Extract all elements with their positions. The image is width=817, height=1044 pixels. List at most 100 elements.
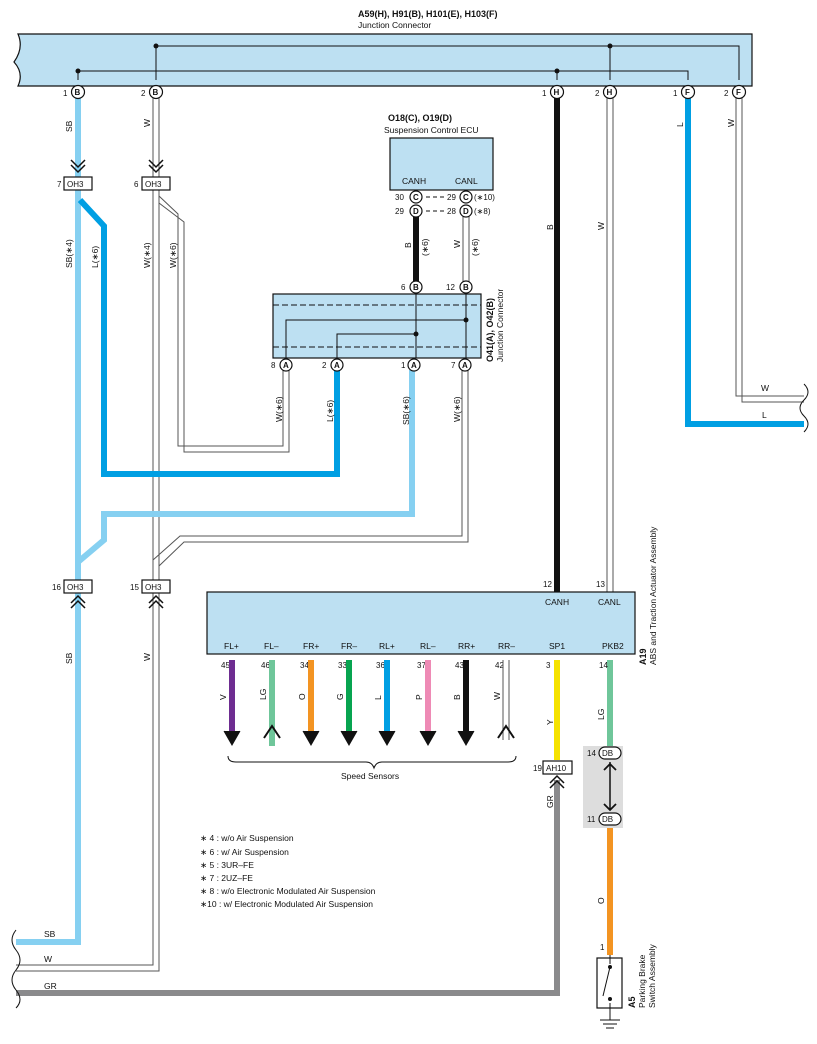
svg-text:A5: A5 <box>627 996 637 1008</box>
svg-text:12: 12 <box>446 283 455 292</box>
top-connector-pins: 1 B 2 B 1 H 2 H 1 F 2 F <box>63 84 747 100</box>
wire-w-can <box>606 98 614 592</box>
wire-w-6a <box>158 195 290 453</box>
svg-text:H: H <box>607 88 613 97</box>
svg-text:OH3: OH3 <box>67 583 84 592</box>
svg-text:(∗8): (∗8) <box>474 207 491 216</box>
wire-l-right <box>685 98 804 427</box>
speed-sensor-wire-6: P <box>414 660 437 747</box>
notes: ∗ 4 : w/o Air Suspension ∗ 6 : w/ Air Su… <box>200 833 376 909</box>
svg-text:B: B <box>545 224 555 230</box>
speed-sensor-wire-8: W <box>492 660 515 740</box>
svg-text:W: W <box>142 119 152 127</box>
svg-text:Parking Brake: Parking Brake <box>637 954 647 1008</box>
sensor-wire-label-3: O <box>297 693 307 700</box>
junction-mid-codes: O41(A), O42(B) <box>485 298 495 362</box>
wire-w-main <box>16 98 160 972</box>
oh3-pin-16: 16 <box>52 583 61 592</box>
svg-text:L(∗6): L(∗6) <box>325 400 335 422</box>
ah10-connector: 19 AH10 <box>533 760 573 789</box>
svg-text:W: W <box>761 383 769 393</box>
abs-pin-label-5: RL+ <box>379 641 395 651</box>
oh3-pin-15: 15 <box>130 583 139 592</box>
sensor-wire-label-8: W <box>492 692 502 700</box>
wire-sb-6 <box>76 370 415 565</box>
parking-brake-switch: 1 A5 Parking Brake Switch Assembly <box>596 943 657 1029</box>
svg-text:W(∗4): W(∗4) <box>142 242 152 268</box>
svg-text:O: O <box>596 897 606 904</box>
abs-pin-label-3: FR+ <box>303 641 319 651</box>
abs-pin-num-1: 45 <box>221 661 230 670</box>
note-2: ∗ 6 : w/ Air Suspension <box>200 847 289 857</box>
svg-text:30: 30 <box>395 193 404 202</box>
abs-pin-label-9: SP1 <box>549 641 565 651</box>
wire-gr <box>16 780 560 996</box>
svg-text:W: W <box>44 954 52 964</box>
junction-connector-top-body <box>13 33 753 87</box>
abs-code: A19 <box>638 648 648 665</box>
pin-2h: 2 H <box>595 84 618 100</box>
abs-pin-label-10: PKB2 <box>602 641 624 651</box>
svg-text:1: 1 <box>401 361 406 370</box>
svg-text:W(∗6): W(∗6) <box>452 396 462 422</box>
svg-text:L: L <box>762 410 767 420</box>
svg-text:2: 2 <box>322 361 327 370</box>
svg-text:D: D <box>413 207 419 216</box>
svg-text:1: 1 <box>542 89 547 98</box>
oh3-box-6 <box>141 176 171 191</box>
svg-text:(∗6): (∗6) <box>420 238 430 256</box>
svg-text:GR: GR <box>545 795 555 808</box>
svg-text:A: A <box>334 361 340 370</box>
ecu-codes: O18(C), O19(D) <box>388 113 452 123</box>
svg-text:AH10: AH10 <box>546 764 567 773</box>
wires <box>16 98 804 996</box>
svg-text:1: 1 <box>63 89 68 98</box>
svg-text:1: 1 <box>600 943 605 952</box>
wire-w-right <box>735 98 804 403</box>
svg-text:LG: LG <box>596 709 606 720</box>
speed-sensor-wire-2: LG <box>258 660 281 746</box>
sensor-wire-label-1: V <box>218 694 228 700</box>
svg-text:A: A <box>283 361 289 370</box>
speed-sensor-wire-1: V <box>218 660 241 747</box>
speed-sensor-wire-3: O <box>297 660 320 747</box>
svg-text:11: 11 <box>587 815 596 824</box>
abs-pin-label-8: RR– <box>498 641 515 651</box>
abs-pin-num-8: 42 <box>495 661 504 670</box>
wire-w-6d <box>152 370 469 567</box>
pin-1f: 1 F <box>673 84 696 100</box>
svg-text:Y: Y <box>545 719 555 725</box>
svg-text:W(∗6): W(∗6) <box>168 242 178 268</box>
svg-text:29: 29 <box>395 207 404 216</box>
svg-text:W: W <box>726 119 736 127</box>
break-marks-left <box>11 929 21 1009</box>
junction-mid-name: Junction Connector <box>495 289 505 362</box>
svg-text:OH3: OH3 <box>67 180 84 189</box>
svg-text:B: B <box>75 88 81 97</box>
wire-labels: SB W B W L W SB(∗4) L(∗6) W(∗4) W(∗6) B … <box>44 119 769 991</box>
sensor-wire-label-5: L <box>373 695 383 700</box>
junction-connector-top-codes: A59(H), H91(B), H101(E), H103(F) <box>358 9 498 19</box>
svg-text:F: F <box>685 88 690 97</box>
oh3-pin-7: 7 <box>57 180 62 189</box>
svg-text:8: 8 <box>271 361 276 370</box>
oh3-pin-6: 6 <box>134 180 139 189</box>
oh3-box-7 <box>63 176 93 191</box>
svg-text:SB: SB <box>64 652 74 664</box>
break-marks-right <box>799 383 809 433</box>
svg-text:W: W <box>142 653 152 661</box>
speed-sensor-wire-7: B <box>452 660 475 747</box>
svg-text:Switch Assembly: Switch Assembly <box>647 943 657 1008</box>
svg-text:13: 13 <box>596 580 605 589</box>
sensor-wire-label-7: B <box>452 694 462 700</box>
svg-text:A: A <box>411 361 417 370</box>
ecu-body <box>389 137 494 191</box>
svg-text:DB: DB <box>602 749 613 758</box>
svg-text:SB: SB <box>64 120 74 132</box>
wire-l-6 <box>77 197 340 477</box>
svg-text:2: 2 <box>141 89 146 98</box>
abs-pin-label-2: FL– <box>264 641 279 651</box>
junction-connector-top: A59(H), H91(B), H101(E), H103(F) Junctio… <box>13 9 753 87</box>
